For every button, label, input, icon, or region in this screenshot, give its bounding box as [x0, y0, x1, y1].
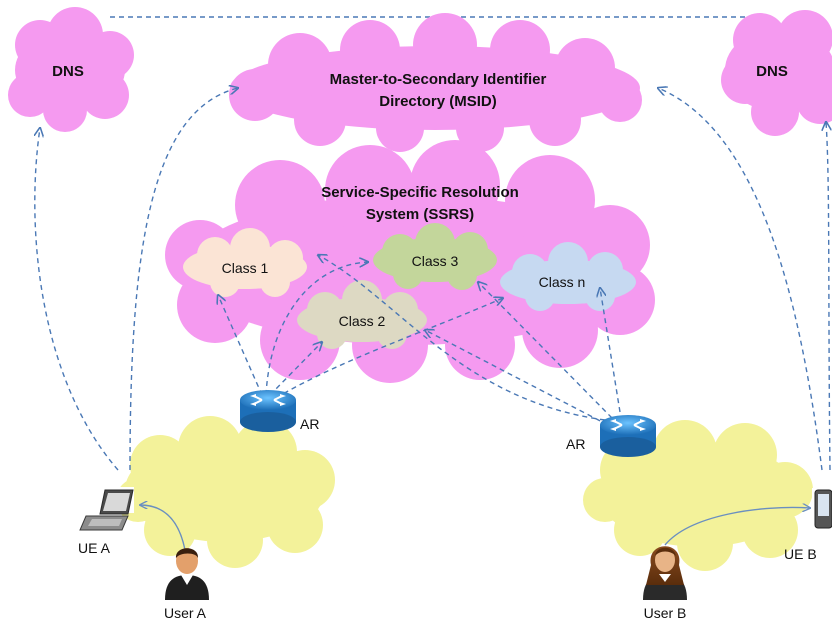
ue-b-label: UE B — [784, 546, 817, 562]
access-network-left-cloud — [116, 416, 335, 568]
dns-right-cloud — [721, 10, 832, 136]
msid-title-line2: Directory (MSID) — [379, 93, 497, 110]
arrow-arr-class1 — [318, 255, 606, 421]
arrow-arr-class2 — [425, 330, 609, 426]
class2-label: Class 2 — [339, 313, 386, 329]
class3-cloud — [373, 223, 497, 290]
user-b-label: User B — [644, 605, 687, 621]
arrow-uea-dns — [35, 128, 119, 471]
dns-left-label: DNS — [52, 63, 84, 80]
resolution-arrows — [35, 88, 830, 471]
arrow-arr-class3 — [478, 282, 613, 419]
access-network-right-cloud — [583, 420, 813, 571]
arrow-arl-classn — [275, 298, 503, 399]
router-right-label: AR — [566, 436, 585, 452]
class2-cloud — [297, 280, 427, 349]
user-a-avatar-icon — [165, 548, 209, 600]
user-links — [140, 505, 810, 551]
user-a-label: User A — [164, 605, 207, 621]
arrow-arl-class3 — [265, 262, 368, 396]
ue-a-label: UE A — [78, 540, 111, 556]
arrow-ueb-msid — [658, 88, 823, 471]
msid-title-line1: Master-to-Secondary Identifier — [330, 71, 547, 88]
dns-right-label: DNS — [756, 63, 788, 80]
ssrs-title-line1: Service-Specific Resolution — [321, 184, 519, 201]
classn-cloud — [500, 242, 636, 311]
arrow-arr-classn — [600, 288, 621, 413]
laptop-icon — [79, 487, 134, 531]
router-left-icon — [240, 390, 296, 432]
arrow-arl-class2 — [269, 342, 322, 396]
class1-label: Class 1 — [222, 260, 269, 276]
arrow-uea-msid — [129, 88, 238, 471]
arrow-ueb-dns — [826, 122, 830, 471]
dns-left-cloud — [8, 7, 134, 132]
class3-label: Class 3 — [412, 253, 459, 269]
ssrs-title-line2: System (SSRS) — [366, 206, 474, 223]
router-left-label: AR — [300, 416, 319, 432]
class1-cloud — [183, 228, 307, 297]
router-right-icon — [600, 415, 656, 457]
classn-label: Class n — [539, 274, 586, 290]
arrow-userb-ueb — [664, 507, 810, 546]
msid-cloud — [229, 13, 642, 152]
arrow-usera-uea — [140, 505, 186, 551]
user-b-avatar-icon — [643, 546, 687, 600]
mobile-device-icon — [812, 488, 832, 530]
arrow-arl-class1 — [218, 295, 263, 396]
